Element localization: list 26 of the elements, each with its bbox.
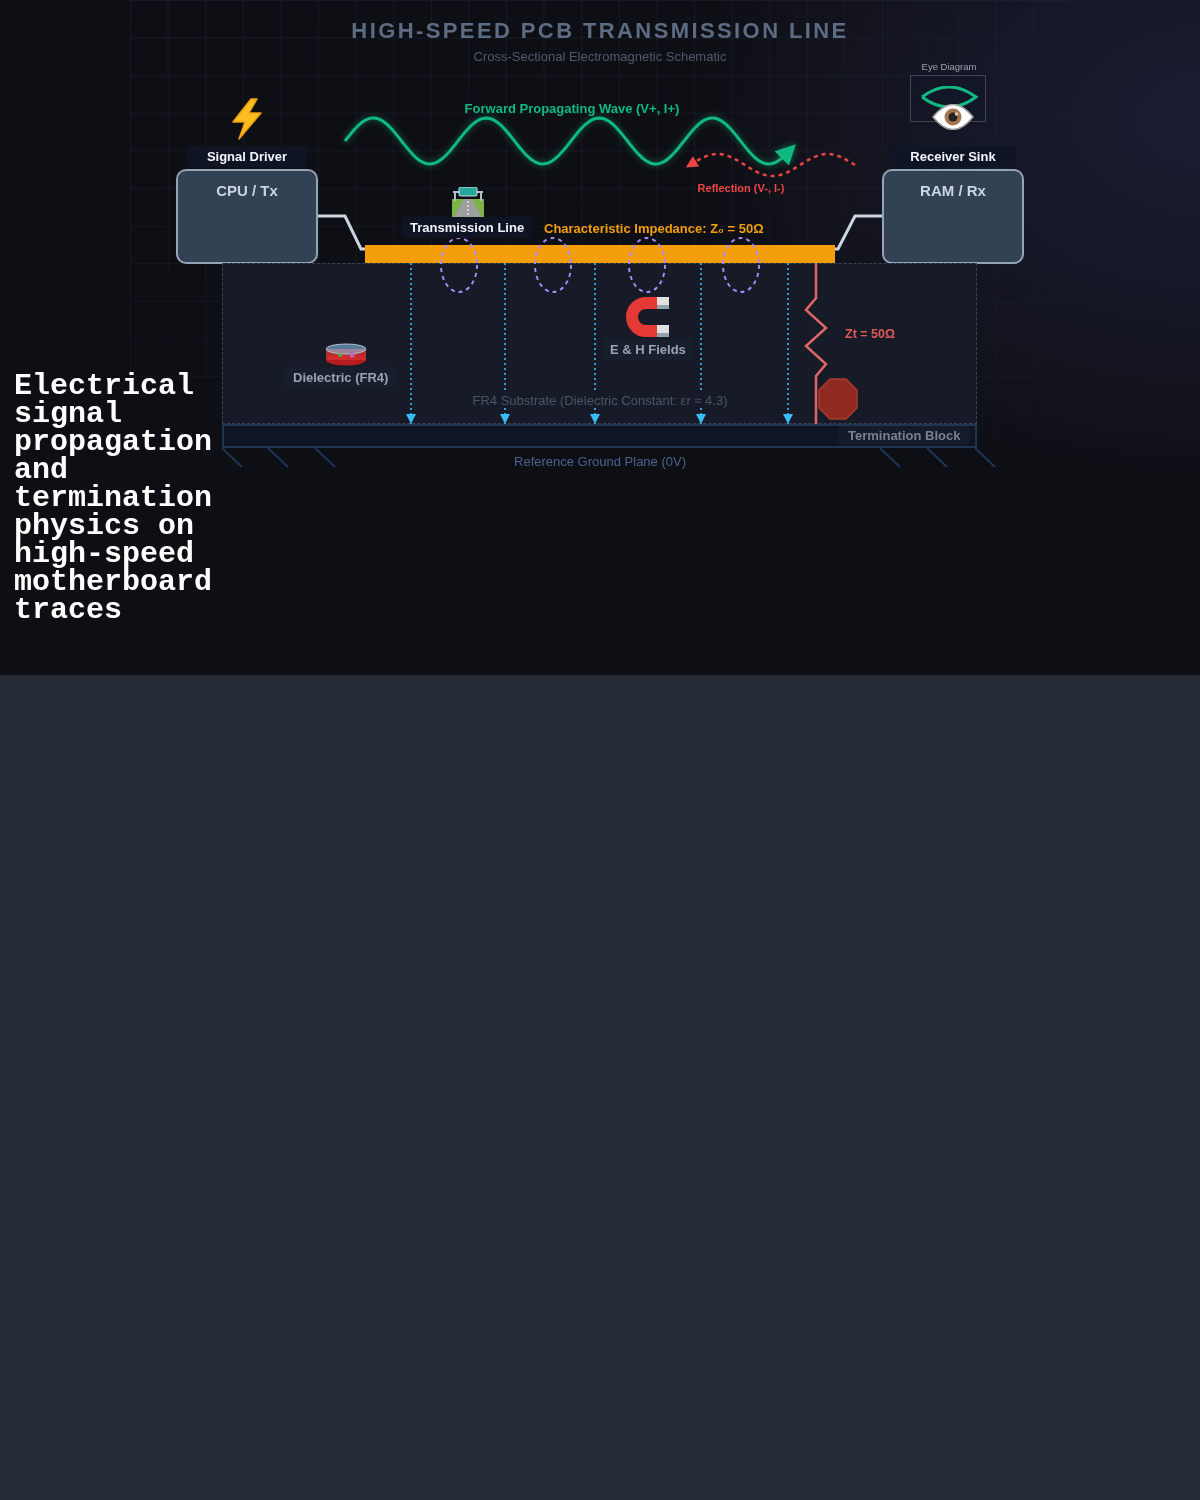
substrate-region <box>222 263 977 424</box>
field-tag: E & H Fields <box>603 339 693 360</box>
heading-tag: Transmission Line <box>402 217 533 238</box>
resistor-value-label: Zt = 50Ω <box>845 327 895 341</box>
field-line <box>696 262 706 425</box>
wave-label: Forward Propagating Wave (V+, I+) <box>464 101 680 116</box>
subtitle-text: Cross-Sectional Electromagnetic Schematic <box>473 49 727 64</box>
field-line <box>783 262 793 425</box>
diagram-title: HIGH-SPEED PCB TRANSMISSION LINE <box>351 18 849 44</box>
caption-text: Electrical signal propagation and termination physics on high-speed motherboard traces <box>14 372 214 624</box>
lead-line <box>318 214 365 251</box>
dielectric-tag: Dielectric (FR4) <box>283 367 399 388</box>
box-caption: Eye Diagram <box>921 61 977 72</box>
field-line <box>590 262 600 425</box>
field-line <box>406 262 416 425</box>
field-line <box>500 262 510 425</box>
impedance-label: Characteristic Impedance: Z₀ = 50Ω <box>544 221 764 236</box>
chip-label: RAM / Rx <box>920 182 986 199</box>
resistor-symbol <box>804 263 828 424</box>
wave-label: Reflection (V-, I-) <box>697 182 785 194</box>
ground-plane-label: Reference Ground Plane (0V) <box>514 454 686 469</box>
heading-tag: Receiver Sink <box>890 146 1016 167</box>
heading-tag: Signal Driver <box>186 146 308 167</box>
chip-label: CPU / Tx <box>216 182 278 199</box>
lead-line <box>835 214 882 251</box>
termination-tag: Termination Block <box>838 426 971 445</box>
